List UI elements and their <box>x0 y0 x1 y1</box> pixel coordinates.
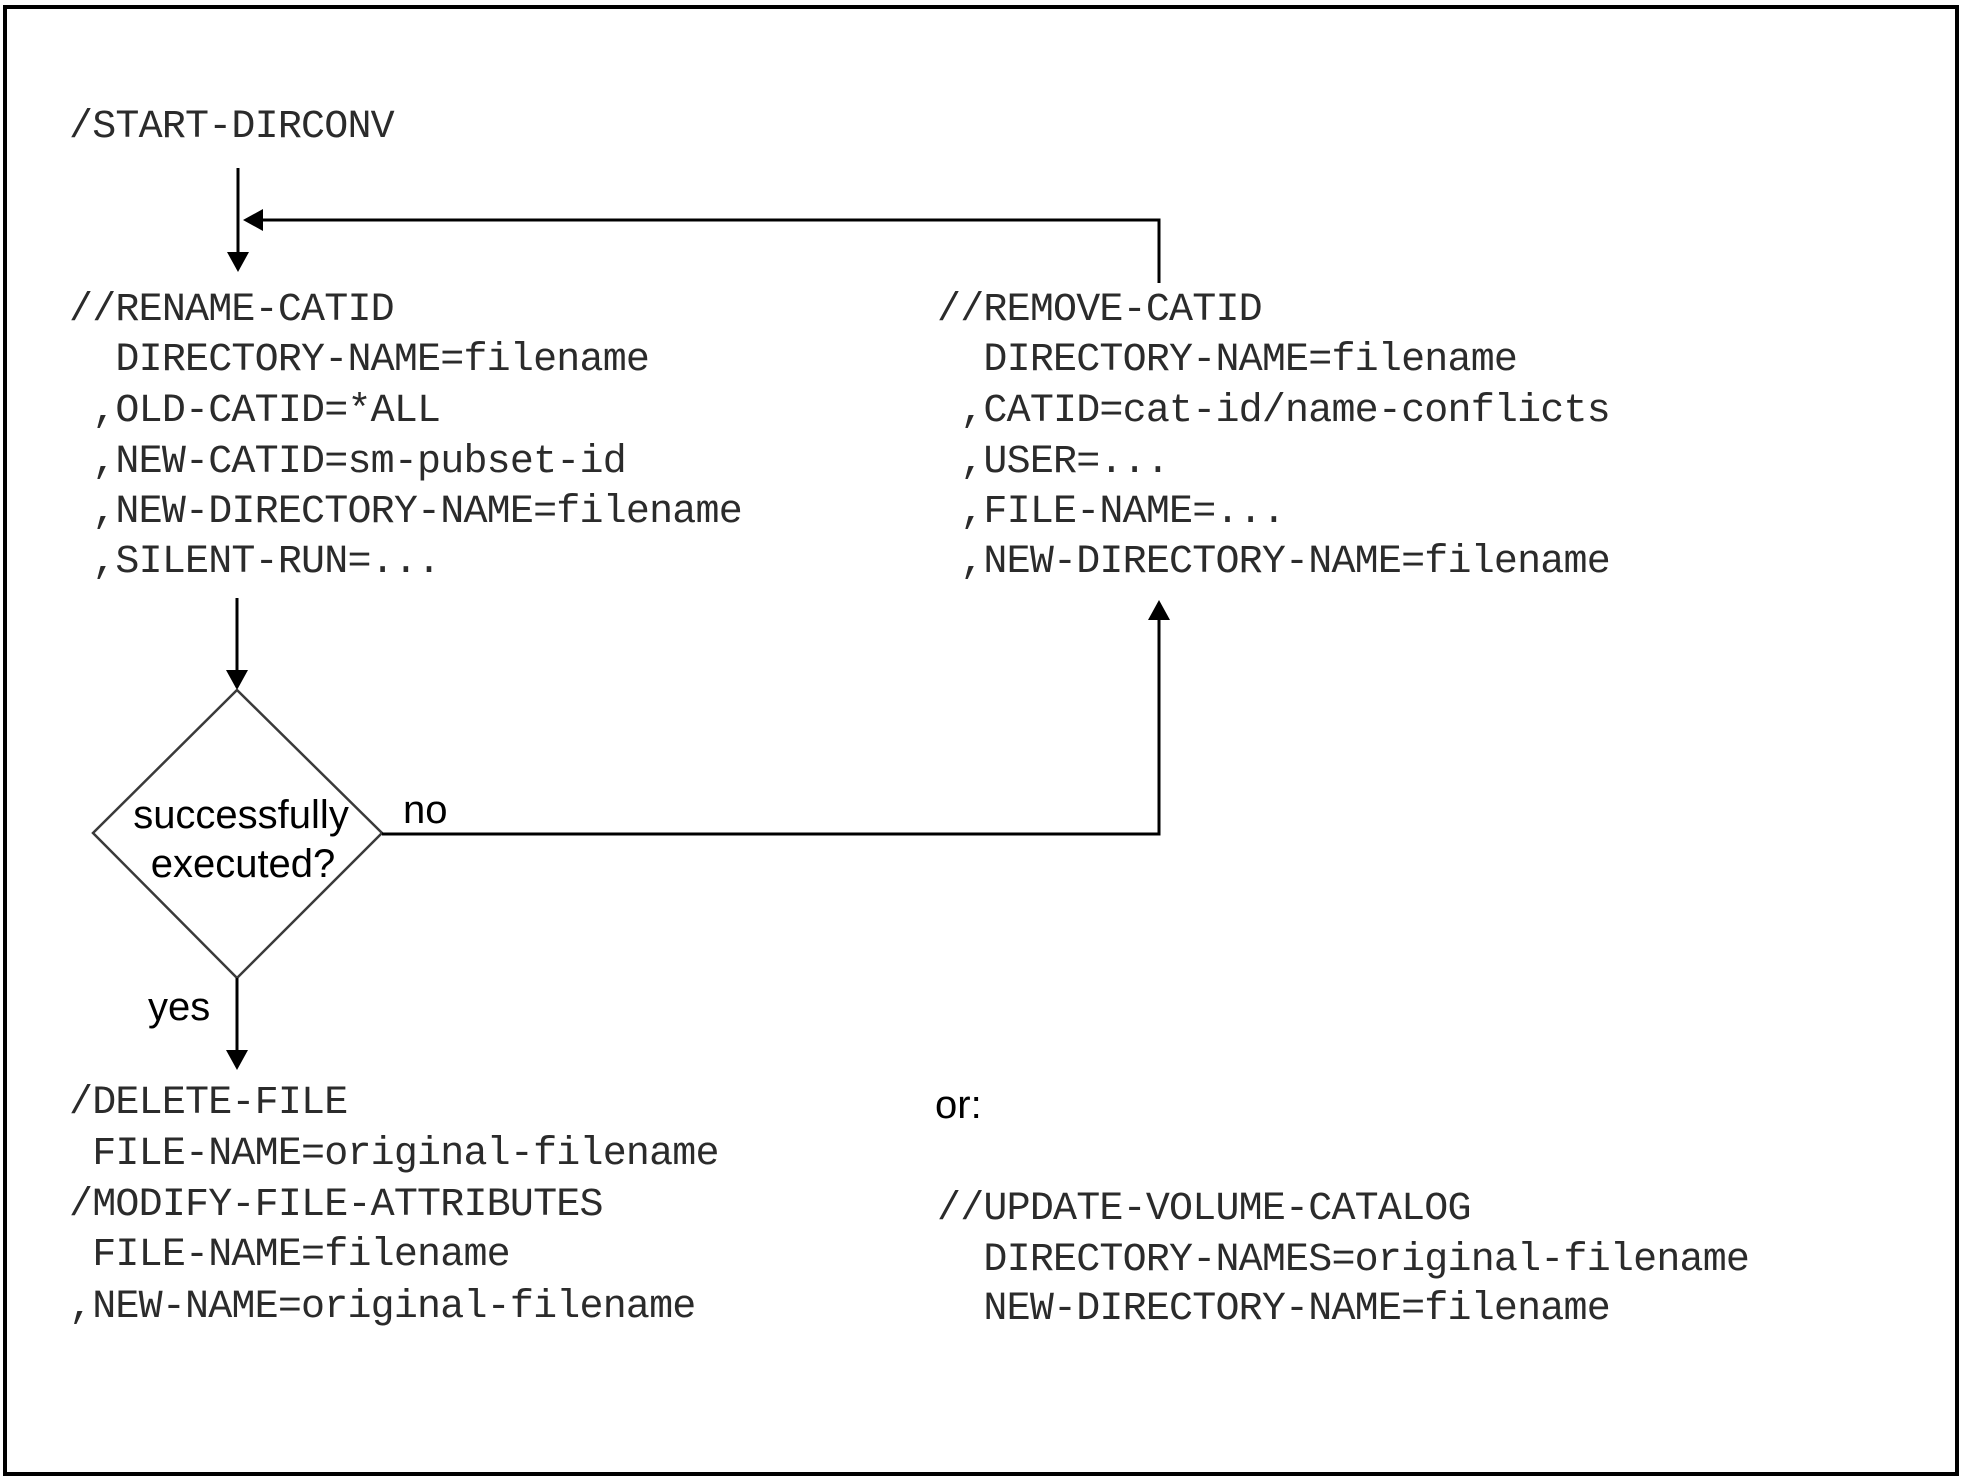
remove-line: ,FILE-NAME=... <box>937 490 1285 535</box>
success-line: /DELETE-FILE <box>69 1081 347 1126</box>
remove-line: ,NEW-DIRECTORY-NAME=filename <box>937 540 1610 585</box>
success-line: FILE-NAME=filename <box>69 1233 510 1278</box>
yes-label: yes <box>148 985 210 1029</box>
rename-catid-block: //RENAME-CATID DIRECTORY-NAME=filename ,… <box>69 288 743 585</box>
arrow-remove-loop-back <box>243 209 1161 283</box>
start-dirconv-command: /START-DIRCONV <box>69 105 395 150</box>
arrowhead-left-icon <box>243 209 263 231</box>
success-commands-block: /DELETE-FILE FILE-NAME=original-filename… <box>69 1081 720 1330</box>
no-label: no <box>403 788 448 832</box>
decision-question-line1: successfully <box>133 793 349 837</box>
update-line: DIRECTORY-NAMES=original-filename <box>937 1238 1749 1283</box>
arrowhead-down-icon <box>227 252 249 272</box>
update-line: NEW-DIRECTORY-NAME=filename <box>937 1287 1610 1332</box>
arrow-yes-branch: yes <box>148 978 248 1070</box>
arrowhead-down-icon <box>226 670 248 690</box>
success-line: ,NEW-NAME=original-filename <box>69 1285 696 1330</box>
rename-line: ,NEW-CATID=sm-pubset-id <box>69 440 626 485</box>
rename-line: DIRECTORY-NAME=filename <box>69 338 649 383</box>
decision-diamond: successfully executed? <box>91 688 384 980</box>
update-volume-catalog-block: //UPDATE-VOLUME-CATALOG DIRECTORY-NAMES=… <box>937 1187 1750 1332</box>
remove-line: ,USER=... <box>937 440 1169 485</box>
arrow-rename-to-decision <box>226 598 248 690</box>
success-line: /MODIFY-FILE-ATTRIBUTES <box>69 1183 603 1228</box>
arrowhead-down-icon <box>226 1050 248 1070</box>
remove-line: ,CATID=cat-id/name-conflicts <box>937 389 1610 434</box>
remove-catid-block: //REMOVE-CATID DIRECTORY-NAME=filename ,… <box>937 288 1611 585</box>
arrow-no-branch: no <box>382 600 1170 836</box>
arrowhead-up-icon <box>1148 600 1170 620</box>
rename-line: //RENAME-CATID <box>69 288 394 333</box>
diagram-frame <box>3 5 1959 1476</box>
arrow-start-to-rename <box>227 168 249 272</box>
alternative-label: or: <box>935 1083 982 1127</box>
remove-line: DIRECTORY-NAME=filename <box>937 338 1517 383</box>
decision-question-line2: executed? <box>151 842 336 886</box>
rename-line: ,OLD-CATID=*ALL <box>69 389 440 434</box>
remove-line: //REMOVE-CATID <box>937 288 1262 333</box>
success-line: FILE-NAME=original-filename <box>69 1132 719 1177</box>
rename-line: ,NEW-DIRECTORY-NAME=filename <box>69 490 742 535</box>
rename-line: ,SILENT-RUN=... <box>69 540 440 585</box>
update-line: //UPDATE-VOLUME-CATALOG <box>937 1187 1471 1232</box>
